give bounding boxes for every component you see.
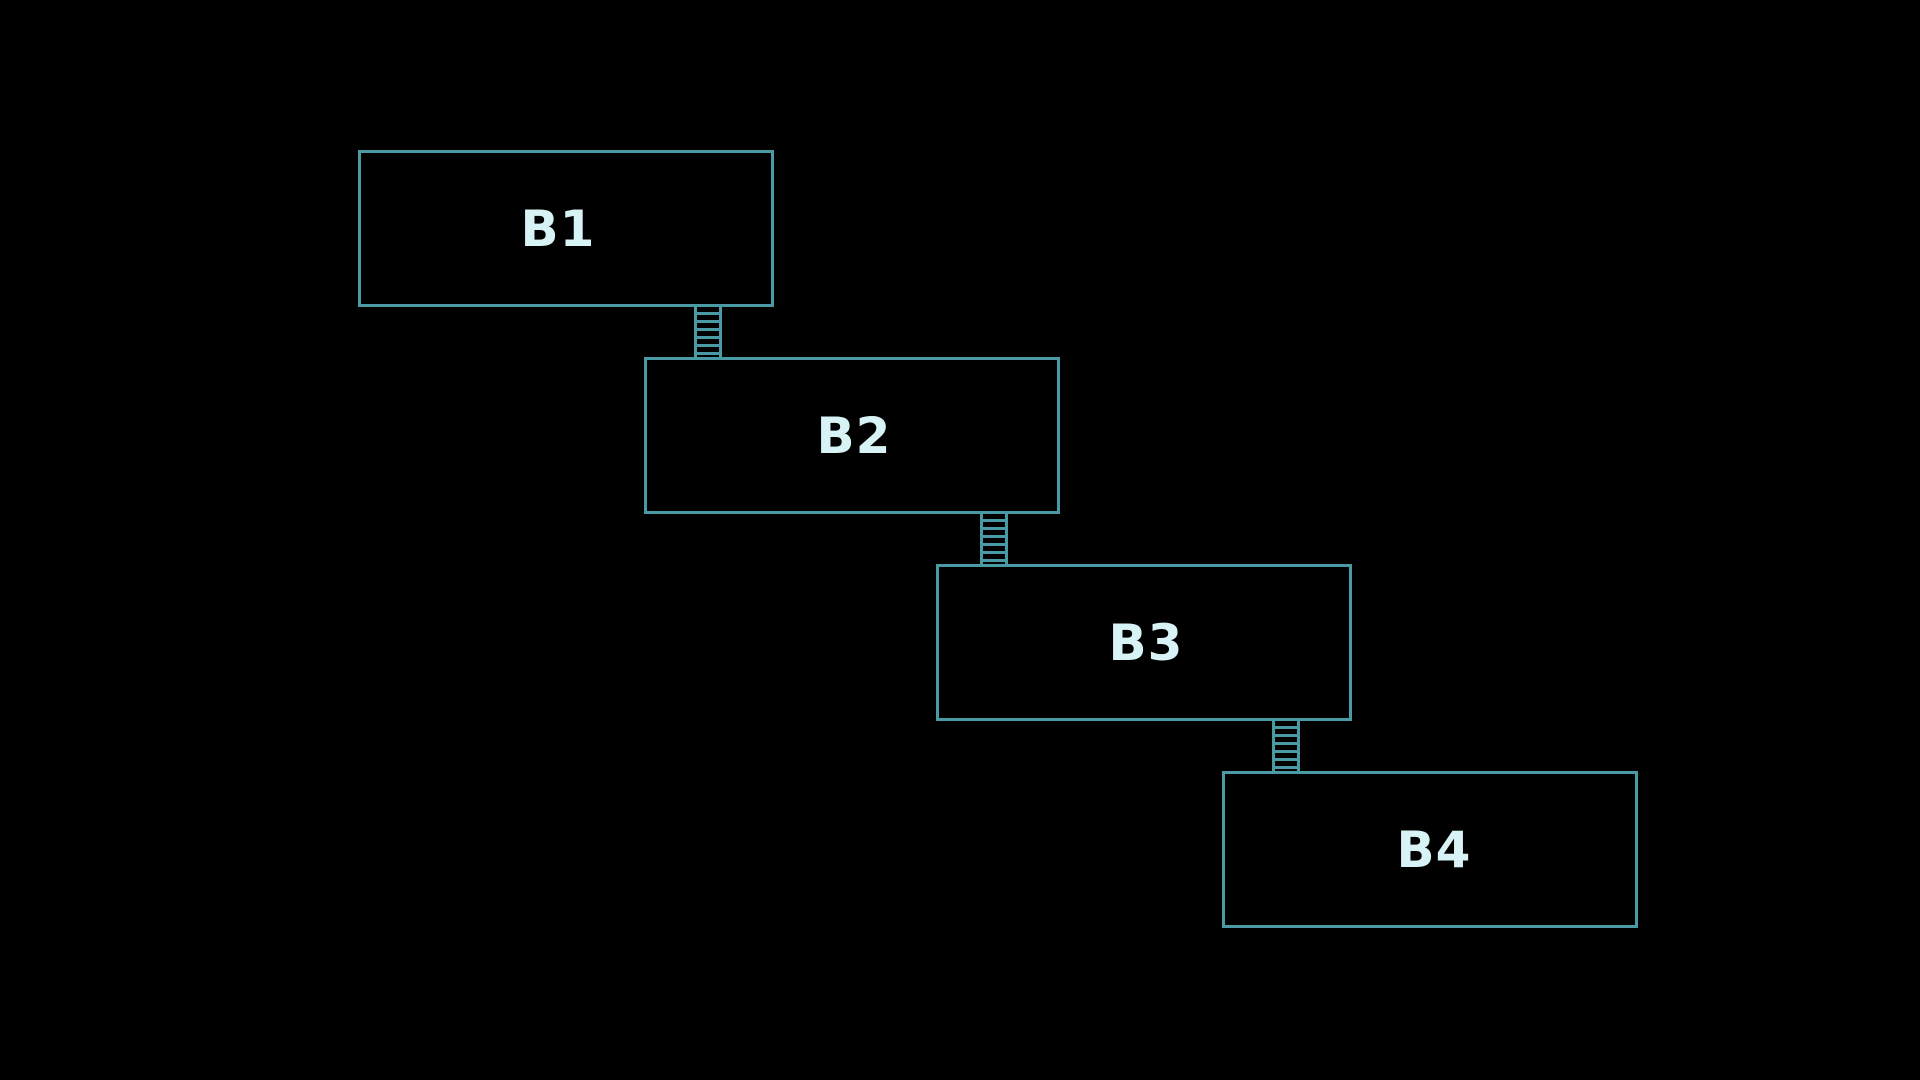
block-b3: B3 — [936, 564, 1352, 721]
block-b2: B2 — [644, 357, 1060, 514]
block-label-b4: B4 — [1396, 820, 1472, 879]
block-label-b3: B3 — [1108, 613, 1184, 672]
connector-b3-b4 — [1272, 721, 1300, 771]
block-b1: B1 — [358, 150, 774, 307]
block-b4: B4 — [1222, 771, 1638, 928]
block-label-b1: B1 — [520, 199, 596, 258]
block-label-b2: B2 — [816, 406, 892, 465]
connector-b2-b3 — [980, 514, 1008, 564]
connector-b1-b2 — [694, 307, 722, 357]
